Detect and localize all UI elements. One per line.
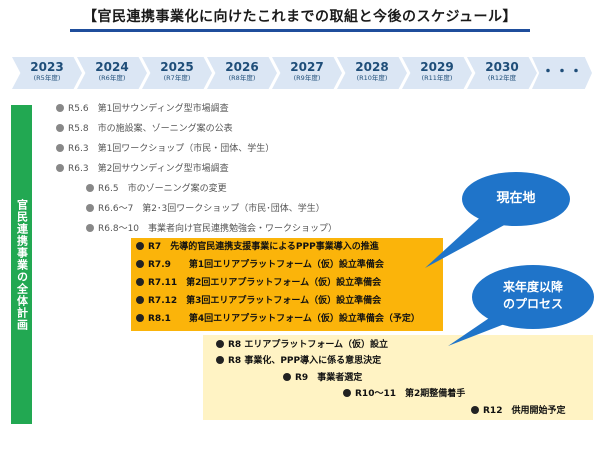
bullet-icon (136, 242, 144, 250)
bullet-icon (56, 164, 64, 172)
timeline-fiscal-label: (R7年度) (163, 74, 191, 82)
future-item: R12 供用開始予定 (471, 405, 565, 417)
timeline-year-2028: 2028 (R10年度) (337, 57, 407, 89)
bullet-icon (56, 104, 64, 112)
bullet-icon (56, 144, 64, 152)
past-item: R6.5 市のゾーニング案の変更 (86, 183, 227, 195)
future-process-callout: 来年度以降 のプロセス (472, 265, 594, 329)
title-underline (70, 29, 530, 32)
current-item: R8.1 第4回エリアプラットフォーム（仮）設立準備会（予定） (136, 313, 420, 325)
timeline-year-2029: 2029 (R11年度) (402, 57, 472, 89)
current-position-callout: 現在地 (462, 172, 570, 226)
current-item: R7.11 第2回エリアプラットフォーム（仮）設立準備会 (136, 277, 381, 289)
bullet-icon (86, 224, 94, 232)
bullet-icon (136, 260, 144, 268)
past-item: R6.3 第1回ワークショップ（市民・団体、学生） (56, 143, 274, 155)
timeline-year-label: 2026 (225, 60, 259, 74)
timeline-year-label: 2023 (30, 60, 64, 74)
timeline-fiscal-label: (R10年度) (356, 74, 388, 82)
page-title: 【官民連携事業化に向けたこれまでの取組と今後のスケジュール】 (82, 9, 518, 25)
past-item: R6.6～7 第2･3回ワークショップ（市民･団体、学生） (86, 203, 325, 215)
timeline-fiscal-label: (R5年度) (33, 74, 61, 82)
current-item: R7 先導的官民連携支援事業によるPPP事業導入の推進 (136, 241, 379, 253)
past-item: R5.8 市の施設案、ゾーニング案の公表 (56, 123, 233, 135)
bullet-icon (86, 184, 94, 192)
timeline-fiscal-label: (R6年度) (98, 74, 126, 82)
future-item: R9 事業者選定 (283, 372, 362, 384)
future-item: R8 エリアプラットフォーム（仮）設立 (216, 339, 388, 351)
future-callout-line2: のプロセス (502, 297, 563, 311)
current-item: R7.9 第1回エリアプラットフォーム（仮）設立準備会 (136, 259, 384, 271)
timeline-more-label: ・・・ (541, 64, 583, 80)
timeline-fiscal-label: (R12年度 (487, 74, 517, 82)
future-phase-box (203, 335, 593, 420)
timeline-year-2024: 2024 (R6年度) (77, 57, 147, 89)
bullet-icon (216, 356, 224, 364)
timeline-fiscal-label: (R11年度) (421, 74, 453, 82)
timeline-year-2023: 2023 (R5年度) (12, 57, 82, 89)
timeline-year-label: 2028 (355, 60, 389, 74)
past-item: R6.8～10 事業者向け官民連携勉強会・ワークショップ） (86, 223, 337, 235)
bullet-icon (136, 296, 144, 304)
timeline-year-2025: 2025 (R7年度) (142, 57, 212, 89)
bullet-icon (136, 314, 144, 322)
side-label: 官民連携事業の全体計画 (15, 198, 29, 331)
past-item: R6.3 第2回サウンディング型市場調査 (56, 163, 229, 175)
timeline-year-label: 2029 (420, 60, 454, 74)
timeline-year-label: 2024 (95, 60, 129, 74)
timeline-year-2027: 2027 (R9年度) (272, 57, 342, 89)
bullet-icon (86, 204, 94, 212)
future-item: R8 事業化、PPP導入に係る意思決定 (216, 355, 381, 367)
bullet-icon (56, 124, 64, 132)
timeline-year-label: 2025 (160, 60, 194, 74)
bullet-icon (343, 389, 351, 397)
bullet-icon (216, 340, 224, 348)
past-item: R5.6 第1回サウンディング型市場調査 (56, 103, 229, 115)
future-item: R10～11 第2期整備着手 (343, 388, 465, 400)
bullet-icon (283, 373, 291, 381)
timeline-year-label: 2027 (290, 60, 324, 74)
current-callout-label: 現在地 (496, 191, 536, 206)
bullet-icon (136, 278, 144, 286)
current-phase-box (131, 238, 443, 331)
side-label-bar: 官民連携事業の全体計画 (11, 105, 32, 424)
current-item: R7.12 第3回エリアプラットフォーム（仮）設立準備会 (136, 295, 381, 307)
timeline-fiscal-label: (R8年度) (228, 74, 256, 82)
timeline-more: ・・・ (532, 57, 592, 89)
timeline-fiscal-label: (R9年度) (293, 74, 321, 82)
year-timeline: 2023 (R5年度) 2024 (R6年度) 2025 (R7年度) 2026… (12, 57, 592, 89)
timeline-year-2030: 2030 (R12年度 (467, 57, 537, 89)
bullet-icon (471, 406, 479, 414)
future-callout-line1: 来年度以降 (502, 280, 563, 294)
timeline-year-label: 2030 (485, 60, 519, 74)
timeline-year-2026: 2026 (R8年度) (207, 57, 277, 89)
